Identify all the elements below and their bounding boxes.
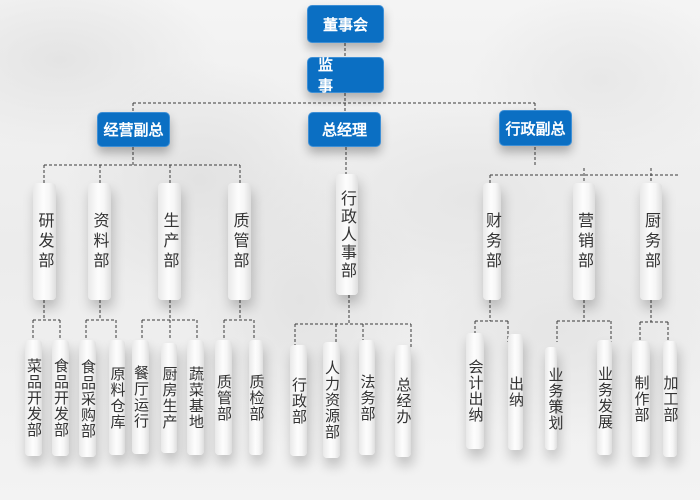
- node-making-dept-label: 制作部: [632, 375, 651, 423]
- node-accounting-cashier: 会计出纳: [466, 333, 485, 449]
- node-processing-dept: 加工部: [661, 341, 680, 457]
- node-vp-admin-label: 行政副总: [505, 119, 566, 138]
- node-biz-development: 业务发展: [596, 340, 614, 455]
- node-finance-label: 财务部: [483, 211, 502, 272]
- node-veg-base: 蔬菜基地: [187, 340, 205, 455]
- node-biz-planning-label: 业务策划: [546, 366, 565, 431]
- node-quality-label: 质管部: [230, 211, 250, 272]
- node-production: 生产部: [158, 183, 181, 300]
- node-general-manager-label: 总经理: [321, 121, 367, 139]
- node-biz-development-label: 业务发展: [596, 365, 614, 430]
- node-gm-office-label: 总经办: [394, 377, 413, 425]
- node-vp-operations: 经营副总: [97, 112, 170, 147]
- node-board-label: 董事会: [322, 15, 368, 34]
- node-kitchen-prod-label: 厨房生产: [160, 366, 179, 430]
- node-supervisor-label: 监 事: [318, 56, 344, 95]
- node-dish-dev: 菜品开发部: [25, 340, 43, 456]
- node-making-dept: 制作部: [632, 341, 651, 457]
- node-quality-mgmt-label: 质管部: [215, 373, 233, 422]
- node-food-purchase-label: 食品采购部: [79, 358, 97, 439]
- node-food-dev-label: 食品开发部: [52, 358, 70, 438]
- node-dish-dev-label: 菜品开发部: [25, 358, 43, 438]
- node-general-manager: 总经理: [308, 112, 381, 147]
- node-legal-dept-label: 法务部: [358, 373, 377, 422]
- node-marketing: 营销部: [573, 183, 595, 300]
- node-cashier: 出纳: [507, 334, 525, 450]
- node-admin-hr: 行政人事部: [336, 174, 358, 295]
- node-processing-dept-label: 加工部: [661, 375, 680, 423]
- node-quality: 质管部: [228, 183, 251, 300]
- node-raw-warehouse-label: 原料仓库: [108, 365, 127, 430]
- node-materials: 资料部: [88, 183, 111, 300]
- node-vp-admin: 行政副总: [499, 110, 572, 146]
- node-restaurant-ops: 餐厅运行: [132, 340, 150, 454]
- node-kitchen-label: 厨务部: [642, 211, 661, 272]
- node-hr-dept-label: 人力资源部: [323, 360, 341, 440]
- node-admin-dept: 行政部: [290, 345, 308, 456]
- node-rd-label: 研发部: [35, 211, 55, 272]
- node-admin-dept-label: 行政部: [290, 376, 308, 425]
- node-quality-check-label: 质检部: [247, 373, 266, 422]
- node-biz-planning: 业务策划: [545, 347, 565, 450]
- node-finance: 财务部: [483, 183, 502, 300]
- node-food-purchase: 食品采购部: [79, 340, 97, 457]
- node-cashier-label: 出纳: [507, 376, 525, 408]
- node-materials-label: 资料部: [90, 211, 110, 272]
- node-quality-mgmt: 质管部: [215, 340, 233, 455]
- node-food-dev: 食品开发部: [52, 340, 70, 456]
- node-rd: 研发部: [33, 183, 56, 300]
- node-legal-dept: 法务部: [358, 340, 377, 455]
- node-restaurant-ops-label: 餐厅运行: [132, 365, 150, 429]
- node-accounting-cashier-label: 会计出纳: [466, 359, 485, 423]
- node-veg-base-label: 蔬菜基地: [187, 365, 205, 430]
- node-kitchen: 厨务部: [640, 183, 662, 300]
- node-raw-warehouse: 原料仓库: [108, 340, 127, 455]
- node-quality-check: 质检部: [247, 340, 266, 455]
- node-board: 董事会: [307, 5, 384, 43]
- node-hr-dept: 人力资源部: [323, 342, 341, 458]
- node-gm-office: 总经办: [394, 345, 413, 457]
- node-production-label: 生产部: [160, 211, 180, 272]
- node-supervisor: 监 事: [307, 56, 384, 95]
- node-kitchen-prod: 厨房生产: [160, 343, 179, 453]
- node-admin-hr-label: 行政人事部: [338, 189, 357, 280]
- node-marketing-label: 营销部: [575, 211, 594, 272]
- node-vp-operations-label: 经营副总: [103, 121, 164, 139]
